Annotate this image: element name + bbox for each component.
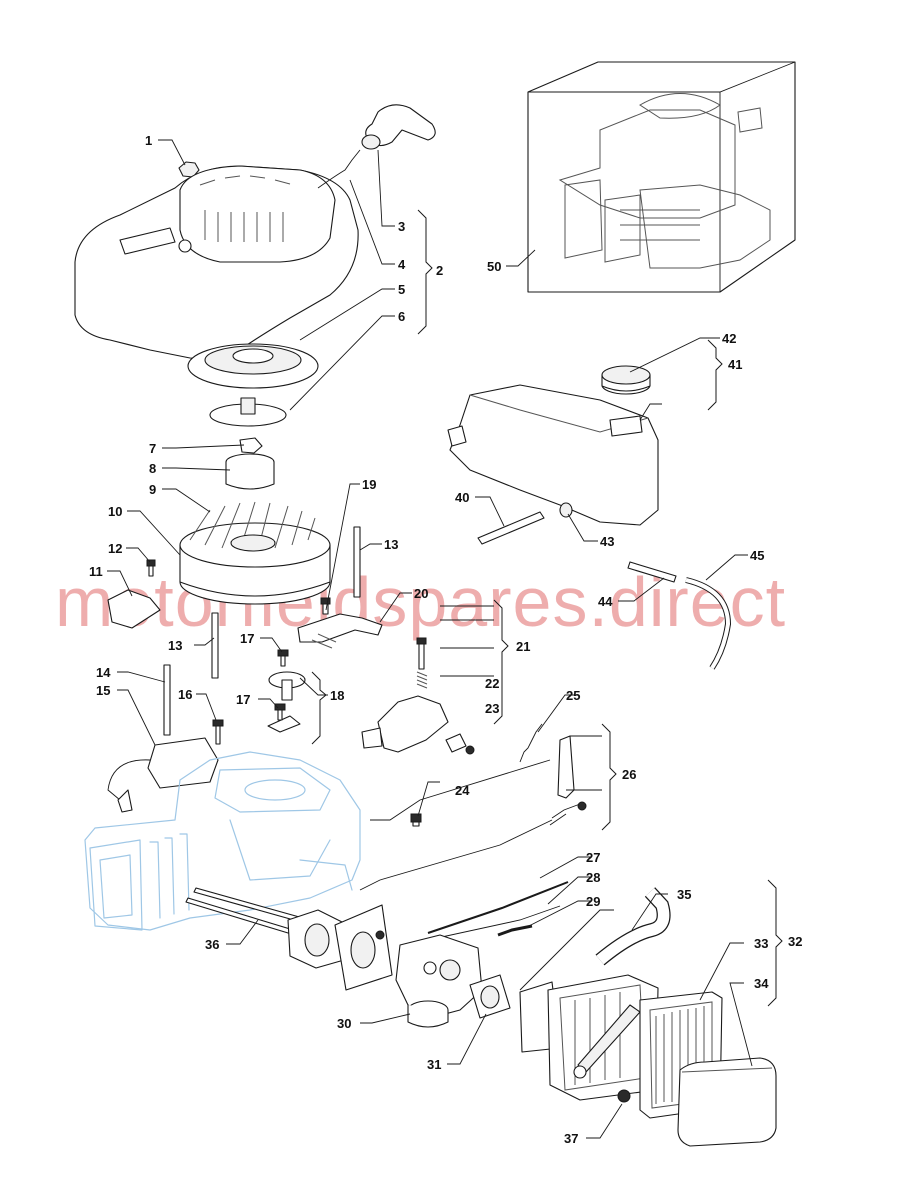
callout-2: 2	[436, 263, 443, 278]
stud-14[interactable]	[163, 664, 171, 736]
callout-29: 29	[586, 894, 600, 909]
throttle-bracket-21[interactable]	[361, 695, 449, 753]
callout-20: 20	[414, 586, 428, 601]
screw-12[interactable]	[146, 559, 156, 577]
grommet-43[interactable]	[559, 502, 573, 518]
callout-36: 36	[205, 937, 219, 952]
throttle-screw-21[interactable]	[416, 637, 428, 689]
callout-8: 8	[149, 461, 156, 476]
callout-43: 43	[600, 534, 614, 549]
governor-lever-18[interactable]	[267, 671, 306, 733]
callout-26: 26	[622, 767, 636, 782]
washer-22[interactable]	[445, 733, 467, 753]
nut-1[interactable]	[178, 161, 200, 178]
callout-16: 16	[178, 687, 192, 702]
callout-5: 5	[398, 282, 405, 297]
starter-handle-3[interactable]	[361, 104, 436, 150]
watermark-text: motorfieldspares.direct	[55, 563, 786, 641]
callout-7: 7	[149, 441, 156, 456]
callout-13a: 13	[384, 537, 398, 552]
callout-44: 44	[598, 594, 613, 609]
complete-engine-50[interactable]	[527, 61, 796, 293]
fuel-cap-42[interactable]	[601, 365, 651, 395]
callout-33: 33	[754, 936, 768, 951]
callout-50: 50	[487, 259, 501, 274]
callout-31: 31	[427, 1057, 441, 1072]
spring-25[interactable]	[519, 723, 543, 763]
starter-rope-4[interactable]	[317, 149, 361, 189]
callout-41: 41	[728, 357, 742, 372]
callout-3: 3	[398, 219, 405, 234]
callout-11: 11	[89, 564, 103, 579]
flywheel-nut-7[interactable]	[239, 437, 263, 454]
callout-1: 1	[145, 133, 152, 148]
callout-19: 19	[362, 477, 376, 492]
callout-12: 12	[108, 541, 122, 556]
pre-filter-34[interactable]	[677, 1057, 777, 1147]
intake-gasket[interactable]	[334, 904, 393, 991]
callout-23: 23	[485, 701, 499, 716]
callout-18: 18	[330, 688, 344, 703]
group-brackets	[311, 209, 783, 1007]
callout-17b: 17	[236, 692, 250, 707]
fuel-filter-44[interactable]	[627, 561, 677, 583]
starter-pawl-6[interactable]	[209, 397, 287, 427]
screw-19[interactable]	[320, 597, 331, 615]
stud-13b[interactable]	[211, 612, 219, 679]
air-filter-housing-32[interactable]	[519, 974, 659, 1101]
stud-13a[interactable]	[353, 526, 361, 598]
intake-studs-36[interactable]	[185, 887, 311, 937]
callout-30: 30	[337, 1016, 351, 1031]
starter-pulley-5[interactable]	[187, 343, 319, 389]
screw-24[interactable]	[410, 813, 422, 827]
bracket-11[interactable]	[107, 589, 161, 629]
callout-32: 32	[788, 934, 802, 949]
screw-17a[interactable]	[277, 649, 289, 667]
ignition-coil-15[interactable]	[107, 737, 219, 813]
throttle-link-27[interactable]	[427, 881, 569, 934]
callout-35: 35	[677, 887, 691, 902]
callout-37: 37	[564, 1131, 578, 1146]
callout-13b: 13	[168, 638, 182, 653]
intake-insulator[interactable]	[287, 909, 347, 969]
governor-rod-26[interactable]	[549, 735, 587, 826]
leader-lines	[107, 139, 753, 1139]
callout-21: 21	[516, 639, 530, 654]
choke-link-28[interactable]	[427, 905, 561, 941]
callout-numbers: 1 3 4 2 5 6 50 42 41 7 8 9 10 19 40 43 1…	[89, 133, 802, 1146]
nut-23[interactable]	[465, 745, 475, 755]
screw-37[interactable]	[617, 1089, 631, 1103]
callout-9: 9	[149, 482, 156, 497]
callout-15: 15	[96, 683, 110, 698]
callout-10: 10	[108, 504, 122, 519]
callout-34: 34	[754, 976, 769, 991]
engine-block-reference	[84, 751, 361, 931]
flywheel-9[interactable]	[179, 501, 331, 605]
fuel-tank-bolt-40[interactable]	[477, 511, 545, 545]
carburetor-30[interactable]	[395, 934, 483, 1028]
callout-22: 22	[485, 676, 499, 691]
callout-4: 4	[398, 257, 406, 272]
callout-40: 40	[455, 490, 469, 505]
fuel-tank-41[interactable]	[447, 384, 659, 526]
starter-cup-8[interactable]	[225, 453, 275, 490]
screw-17b[interactable]	[274, 703, 286, 721]
governor-bracket-20[interactable]	[297, 613, 383, 649]
callout-25: 25	[566, 688, 580, 703]
recoil-starter-housing-2[interactable]	[74, 165, 359, 361]
callout-17a: 17	[240, 631, 254, 646]
callout-6: 6	[398, 309, 405, 324]
carb-gasket-31[interactable]	[469, 974, 511, 1019]
callout-27: 27	[586, 850, 600, 865]
callout-14: 14	[96, 665, 111, 680]
screw-16[interactable]	[212, 719, 224, 745]
callout-24: 24	[455, 783, 470, 798]
callout-45: 45	[750, 548, 764, 563]
callout-28: 28	[586, 870, 600, 885]
callout-42: 42	[722, 331, 736, 346]
